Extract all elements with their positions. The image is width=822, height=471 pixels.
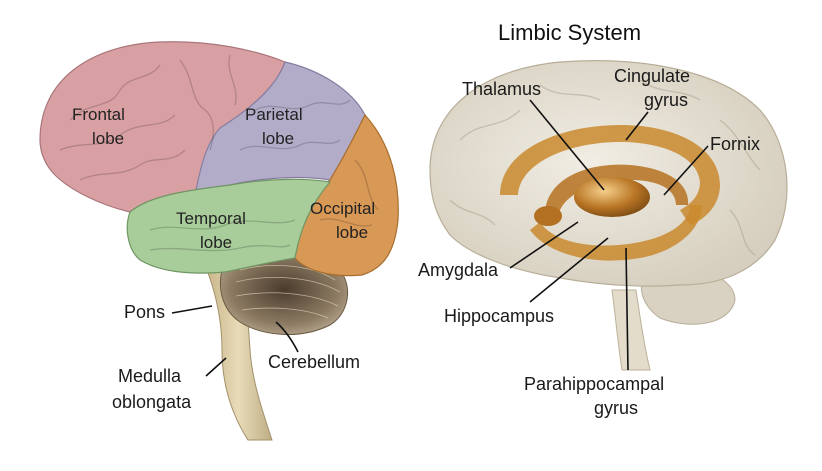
occipital-lobe-label-2: lobe — [336, 223, 368, 242]
hippocampus-label: Hippocampus — [444, 306, 554, 326]
cerebellum-label: Cerebellum — [268, 352, 360, 372]
parietal-lobe-label-1: Parietal — [245, 105, 303, 124]
pons-leader — [172, 306, 212, 313]
right-brain-stem — [612, 290, 650, 370]
parietal-lobe-label-2: lobe — [262, 129, 294, 148]
amygdala — [534, 206, 562, 226]
frontal-lobe-label-2: lobe — [92, 129, 124, 148]
medulla-label-1: Medulla — [118, 366, 182, 386]
left-brain: Frontal lobe Parietal lobe Temporal lobe… — [40, 42, 398, 440]
thalamus — [574, 177, 650, 217]
cingulate-gyrus-label-2: gyrus — [644, 90, 688, 110]
fornix-label: Fornix — [710, 134, 760, 154]
right-brain: Limbic System Thalamus Cingulate gyrus — [418, 20, 787, 418]
pons-label: Pons — [124, 302, 165, 322]
occipital-lobe-label-1: Occipital — [310, 199, 375, 218]
limbic-system-title: Limbic System — [498, 20, 641, 45]
frontal-lobe-label-1: Frontal — [72, 105, 125, 124]
thalamus-label: Thalamus — [462, 79, 541, 99]
temporal-lobe-label-2: lobe — [200, 233, 232, 252]
cingulate-gyrus-label-1: Cingulate — [614, 66, 690, 86]
parahippocampal-gyrus-label-1: Parahippocampal — [524, 374, 664, 394]
parahippocampal-gyrus-label-2: gyrus — [594, 398, 638, 418]
amygdala-label: Amygdala — [418, 260, 499, 280]
temporal-lobe-label-1: Temporal — [176, 209, 246, 228]
medulla-label-2: oblongata — [112, 392, 192, 412]
